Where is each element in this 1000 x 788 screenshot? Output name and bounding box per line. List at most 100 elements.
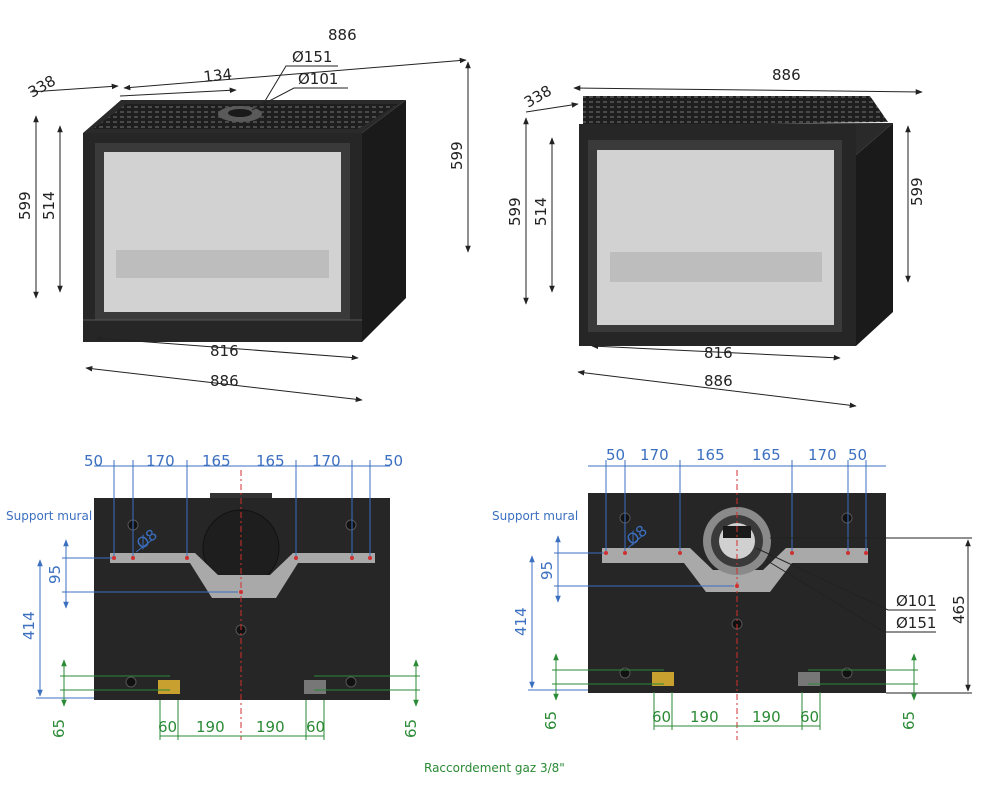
dim-bottom-60-b-r: 60	[800, 708, 819, 726]
dim-line-width-bottom-r	[577, 369, 857, 409]
leader-hole-8-r	[627, 535, 643, 549]
dim-bottom-60-a: 60	[158, 718, 177, 736]
dim-bottom-190-a-r: 190	[690, 708, 719, 726]
dim-line-depth	[29, 83, 119, 93]
dim-top-170-b: 170	[312, 452, 341, 470]
view-bottom-left: 50 170 165 165 170 50 Ø8 95 414 Support …	[6, 452, 420, 740]
dim-flue-outer-top-left: Ø151	[292, 48, 332, 66]
stove-side-face	[362, 100, 406, 342]
screw-hole	[125, 676, 137, 688]
bracket-hole	[790, 551, 794, 555]
burner-bed-r	[610, 252, 822, 282]
view-top-right: 886 338 599 599 514 816 886	[506, 66, 926, 409]
label-support-mural-left: Support mural	[6, 509, 92, 523]
leader-flue-outer-r	[765, 559, 936, 633]
leader-hole-8	[135, 539, 153, 553]
bracket-hole	[350, 556, 354, 560]
dim-top-165-b-r: 165	[752, 446, 781, 464]
view-top-left: 886 338 134 Ø151 Ø101 599 599 514 816 88…	[16, 26, 471, 403]
dim-bottom-190-b: 190	[256, 718, 285, 736]
leader-flue-inner	[251, 87, 348, 111]
dim-886-top-right: 886	[772, 66, 801, 84]
dim-top-165-a: 165	[202, 452, 231, 470]
dim-line-glass-width	[95, 335, 359, 361]
dim-line-width-bottom	[85, 365, 363, 403]
wall-bracket	[110, 553, 375, 598]
dim-65-right-r: 65	[900, 711, 918, 730]
dim-414: 414	[20, 611, 38, 640]
dim-line-width-top	[123, 57, 467, 91]
bracket-hole	[112, 556, 116, 560]
dim-599-left-top-right: 599	[506, 197, 524, 226]
view-bottom-right: 50 170 165 165 170 50 Ø8 95 414 Support …	[492, 446, 972, 740]
dim-886-bottom-top-left: 886	[210, 372, 239, 390]
dim-flue-outer-r: Ø151	[896, 614, 936, 632]
dim-95: 95	[46, 565, 64, 584]
bracket-hole	[131, 556, 135, 560]
glass-pane-r	[597, 150, 834, 325]
gas-connector	[158, 680, 180, 694]
dim-886-bottom-top-right: 886	[704, 372, 733, 390]
dim-465: 465	[950, 595, 968, 624]
dim-top-50-a: 50	[84, 452, 103, 470]
dim-338-top-left: 338	[25, 72, 59, 102]
dim-514-top-right: 514	[532, 197, 550, 226]
dim-top-170-a: 170	[146, 452, 175, 470]
flue-collar-inner	[228, 109, 252, 117]
label-gas-connection: Raccordement gaz 3/8"	[424, 761, 565, 775]
rear-bracket-foot-r	[798, 672, 820, 686]
dim-134-top-left: 134	[203, 65, 233, 86]
dim-65-left-r: 65	[542, 711, 560, 730]
dim-886-top-left: 886	[328, 26, 357, 44]
dim-bottom-60-a-r: 60	[652, 708, 671, 726]
dim-816-top-left: 816	[210, 342, 239, 360]
dim-line-glass-width-r	[591, 343, 841, 361]
bracket-hole	[864, 551, 868, 555]
dim-514-top-left: 514	[40, 191, 58, 220]
label-support-mural-right: Support mural	[492, 509, 578, 523]
rear-flue-stub	[210, 493, 272, 498]
glass-pane	[104, 152, 341, 312]
dim-line-width-top-r	[573, 85, 923, 95]
screw-hole	[841, 512, 853, 524]
dim-bottom-60-b: 60	[306, 718, 325, 736]
bracket-hole	[846, 551, 850, 555]
dim-65-left: 65	[50, 719, 68, 738]
dim-bottom-190-a: 190	[196, 718, 225, 736]
top-grille-r	[583, 96, 888, 126]
dim-95-r: 95	[538, 561, 556, 580]
dim-top-165-b: 165	[256, 452, 285, 470]
dim-line-depth-r	[525, 102, 579, 113]
leader-flue-outer	[261, 65, 338, 107]
bracket-hole	[623, 551, 627, 555]
leader-flue-inner-r	[755, 547, 936, 611]
dim-top-170-a-r: 170	[640, 446, 669, 464]
dim-top-165-a-r: 165	[696, 446, 725, 464]
burner-bed	[116, 250, 329, 278]
stove-side-face-r	[856, 123, 893, 346]
dim-65-right: 65	[402, 719, 420, 738]
bracket-hole	[294, 556, 298, 560]
screw-hole	[345, 676, 357, 688]
dim-599-left-top-left: 599	[16, 191, 34, 220]
dim-top-170-b-r: 170	[808, 446, 837, 464]
bracket-hole	[185, 556, 189, 560]
dim-599-right-top-right: 599	[908, 177, 926, 206]
rear-bracket-foot	[304, 680, 326, 694]
screw-hole	[345, 519, 357, 531]
gas-connector-r	[652, 672, 674, 686]
dim-line-flue-offset	[119, 87, 237, 97]
bracket-hole	[368, 556, 372, 560]
dim-flue-inner-r: Ø101	[896, 592, 936, 610]
bracket-hole	[678, 551, 682, 555]
dim-top-50-a-r: 50	[606, 446, 625, 464]
bracket-hole	[604, 551, 608, 555]
dim-top-50-b: 50	[384, 452, 403, 470]
dim-flue-inner-top-left: Ø101	[298, 70, 338, 88]
dim-816-top-right: 816	[704, 344, 733, 362]
dim-599-right-top-left: 599	[448, 141, 466, 170]
dim-414-r: 414	[512, 607, 530, 636]
dim-338-top-right: 338	[521, 82, 555, 112]
dim-top-50-b-r: 50	[848, 446, 867, 464]
